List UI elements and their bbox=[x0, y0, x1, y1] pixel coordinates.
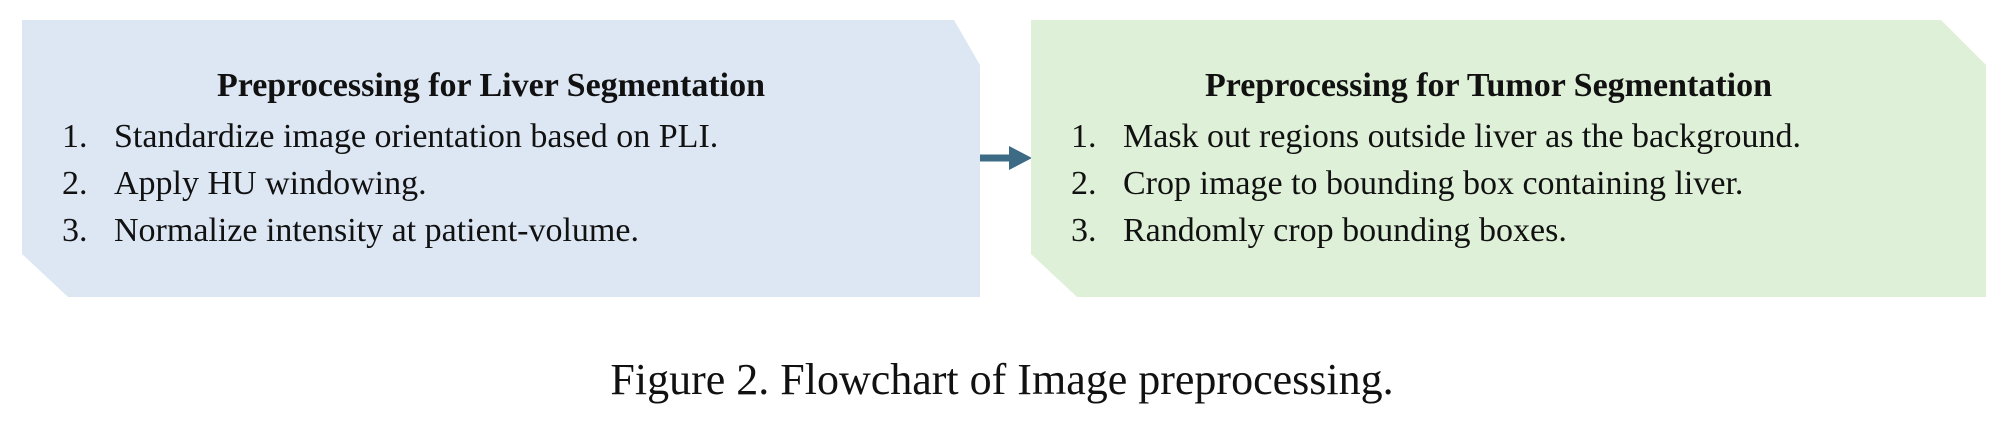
step-number: 3. bbox=[1071, 212, 1097, 249]
step-text: Normalize intensity at patient-volume. bbox=[114, 212, 639, 249]
tumor-step-2: 2. Crop image to bounding box containing… bbox=[1071, 160, 1976, 207]
liver-preprocessing-steps: 1. Standardize image orientation based o… bbox=[62, 113, 970, 254]
step-text: Crop image to bounding box containing li… bbox=[1123, 165, 1744, 202]
step-number: 2. bbox=[62, 165, 88, 202]
liver-step-2: 2. Apply HU windowing. bbox=[62, 160, 970, 207]
liver-preprocessing-title: Preprocessing for Liver Segmentation bbox=[216, 67, 766, 104]
step-number: 2. bbox=[1071, 165, 1097, 202]
tumor-preprocessing-title: Preprocessing for Tumor Segmentation bbox=[1205, 67, 1772, 104]
step-text: Randomly crop bounding boxes. bbox=[1123, 212, 1567, 249]
liver-step-1: 1. Standardize image orientation based o… bbox=[62, 113, 970, 160]
flow-arrow-head bbox=[1009, 146, 1032, 170]
step-text: Apply HU windowing. bbox=[114, 165, 427, 202]
step-text: Standardize image orientation based on P… bbox=[114, 118, 719, 155]
figure-caption: Figure 2. Flowchart of Image preprocessi… bbox=[610, 355, 1394, 404]
step-text: Mask out regions outside liver as the ba… bbox=[1123, 118, 1801, 155]
tumor-step-1: 1. Mask out regions outside liver as the… bbox=[1071, 113, 1976, 160]
tumor-step-3: 3. Randomly crop bounding boxes. bbox=[1071, 207, 1976, 254]
flow-arrow-icon bbox=[980, 146, 1032, 170]
step-number: 1. bbox=[1071, 118, 1097, 155]
step-number: 3. bbox=[62, 212, 88, 249]
step-number: 1. bbox=[62, 118, 88, 155]
tumor-preprocessing-steps: 1. Mask out regions outside liver as the… bbox=[1071, 113, 1976, 254]
liver-preprocessing-box: Preprocessing for Liver Segmentation 1. … bbox=[22, 20, 980, 297]
tumor-preprocessing-box: Preprocessing for Tumor Segmentation 1. … bbox=[1031, 20, 1986, 297]
liver-step-3: 3. Normalize intensity at patient-volume… bbox=[62, 207, 970, 254]
